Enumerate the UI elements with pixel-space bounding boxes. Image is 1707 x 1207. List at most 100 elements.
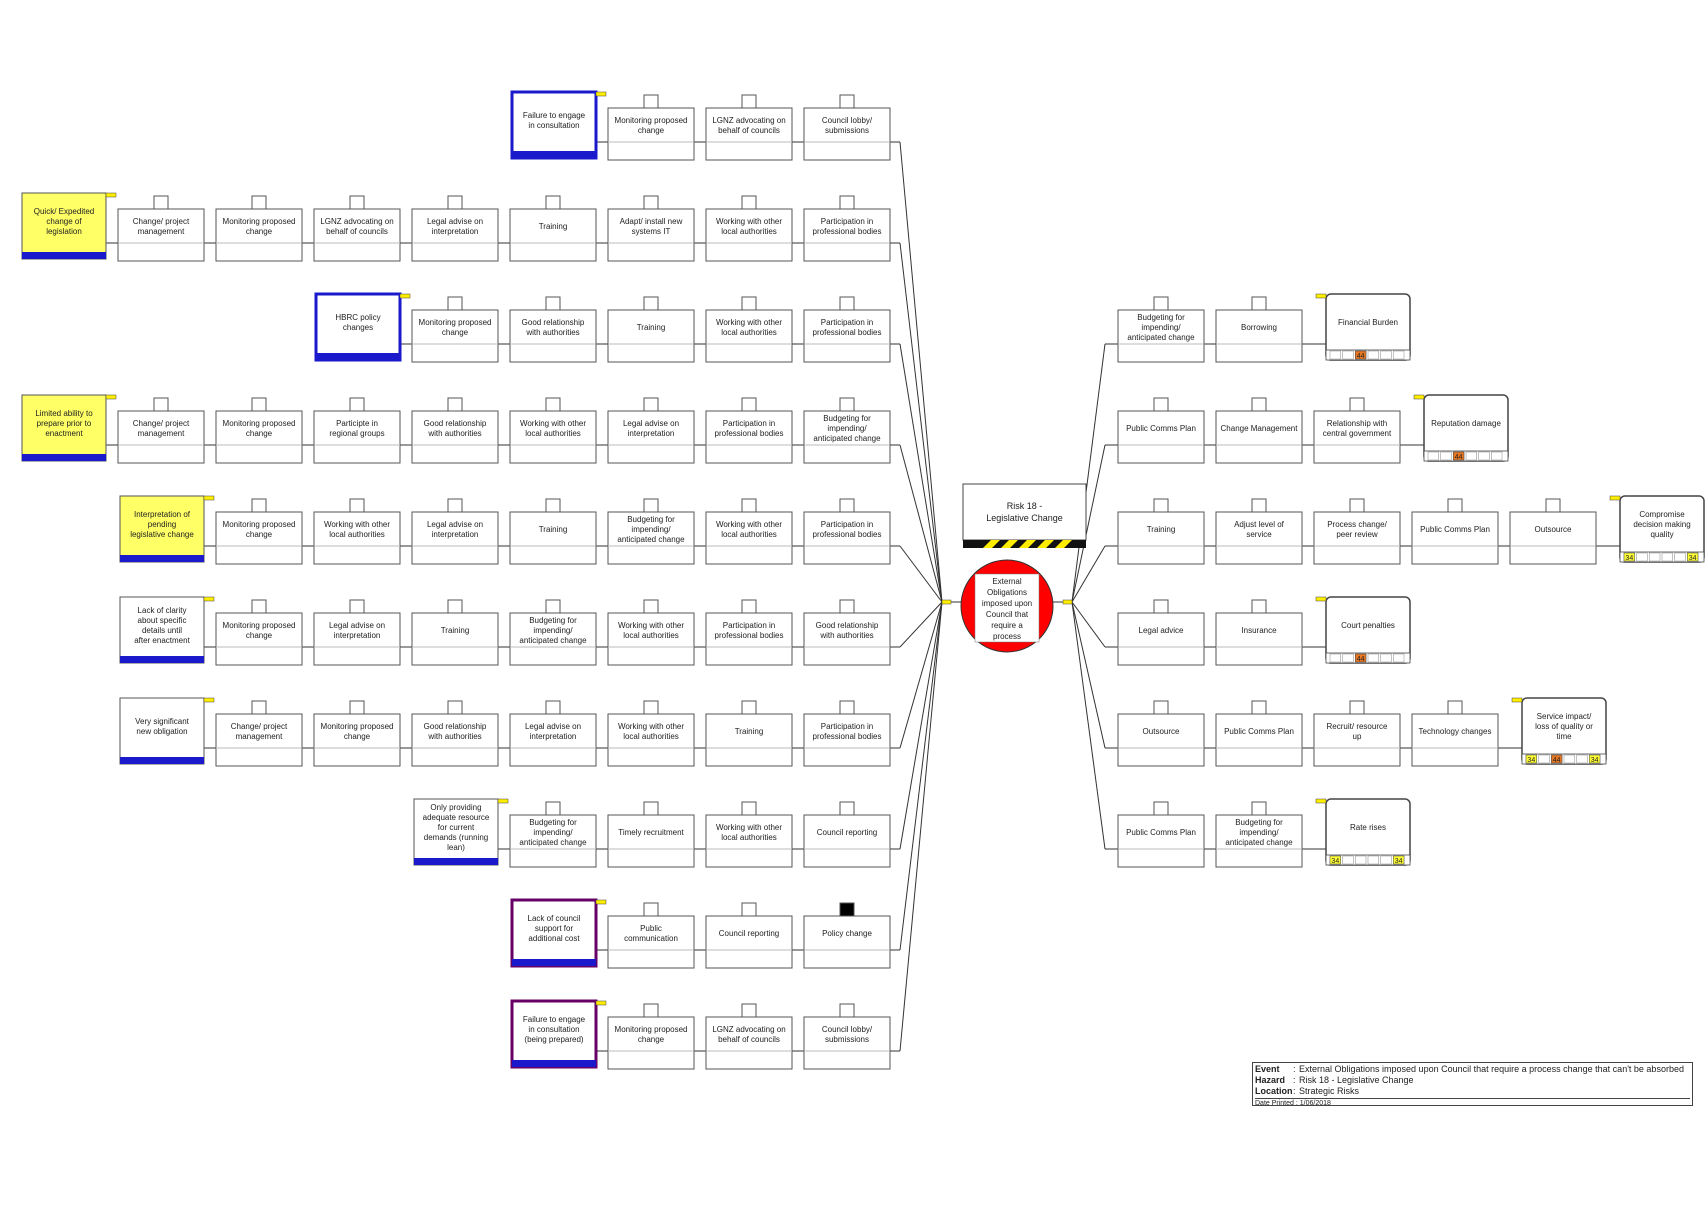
mitigation-barrier[interactable]: Borrowing xyxy=(1215,296,1303,363)
mitigation-barrier[interactable]: Outsource xyxy=(1509,498,1597,565)
barrier-tab xyxy=(1447,498,1463,514)
mitigation-barrier[interactable]: Change Management xyxy=(1215,397,1303,464)
mitigation-barrier[interactable]: Public Comms Plan xyxy=(1411,498,1499,565)
prevention-barrier[interactable]: Training xyxy=(509,195,597,262)
prevention-barrier[interactable]: Timely recruitment xyxy=(607,801,695,868)
hazard-node[interactable]: Risk 18 -Legislative Change xyxy=(962,483,1087,548)
barrier-tab xyxy=(741,498,757,514)
prevention-barrier[interactable]: Council lobby/submissions xyxy=(803,94,891,161)
threat-to-event-line xyxy=(899,343,943,603)
prevention-barrier[interactable]: Council reporting xyxy=(803,801,891,868)
mitigation-barrier[interactable]: Insurance xyxy=(1215,599,1303,666)
mitigation-barrier[interactable]: Technology changes xyxy=(1411,700,1499,767)
mitigation-barrier[interactable]: Outsource xyxy=(1117,700,1205,767)
prevention-barrier[interactable]: Council reporting xyxy=(705,902,793,969)
prevention-barrier[interactable]: Training xyxy=(509,498,597,565)
mitigation-barrier[interactable]: Public Comms Plan xyxy=(1215,700,1303,767)
mitigation-barrier[interactable]: Public Comms Plan xyxy=(1117,801,1205,868)
risk-rating-value: 34 xyxy=(1591,757,1599,764)
prevention-barrier[interactable]: Training xyxy=(607,296,695,363)
prevention-barrier[interactable]: Council lobby/submissions xyxy=(803,1003,891,1070)
prevention-barrier[interactable]: Training xyxy=(705,700,793,767)
mitigation-barrier[interactable]: Training xyxy=(1117,498,1205,565)
prevention-barrier[interactable]: Policy change xyxy=(803,902,891,969)
barrier-tab xyxy=(741,801,757,817)
mitigation-barrier[interactable]: Process change/peer review xyxy=(1313,498,1401,565)
mitigation-barrier[interactable]: Legal advice xyxy=(1117,599,1205,666)
barrier-tab xyxy=(741,1003,757,1019)
prevention-barrier[interactable]: Training xyxy=(411,599,499,666)
mitigation-barrier[interactable]: Public Comms Plan xyxy=(1117,397,1205,464)
